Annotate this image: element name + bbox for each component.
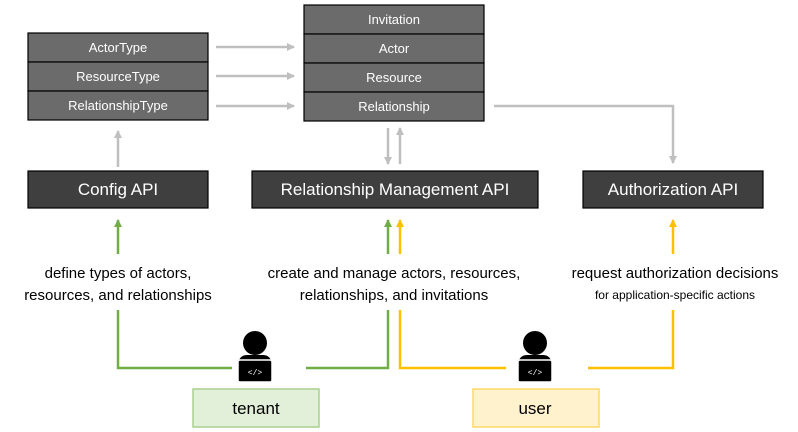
- entities-stack: Invitation Actor Resource Relationship: [303, 4, 485, 122]
- authz-desc-line1: request authorization decisions: [572, 265, 779, 282]
- relationship-desc-line2: relationships, and invitations: [300, 287, 488, 304]
- relationship-api-box: [251, 170, 539, 209]
- tenant-line-left: [116, 310, 232, 370]
- resource-box: [303, 62, 485, 93]
- actortype-label: ActorType: [89, 40, 148, 55]
- user-line-left: [398, 310, 506, 370]
- relationship-api-label: Relationship Management API: [281, 180, 510, 199]
- authz-desc-line2: for application-specific actions: [595, 288, 755, 302]
- resourcetype-box: [27, 61, 209, 92]
- authorization-api-label: Authorization API: [608, 180, 738, 199]
- actortype-box: [27, 32, 209, 63]
- config-desc-line1: define types of actors,: [45, 265, 192, 282]
- arrow-relationship-to-authz: [494, 104, 677, 164]
- relationship-desc-line1: create and manage actors, resources,: [268, 265, 521, 282]
- person-laptop-icon: </>: [517, 331, 553, 383]
- user-box: [472, 388, 600, 428]
- relationship-box: [303, 91, 485, 122]
- relationshiptype-box: [27, 90, 209, 121]
- actor-label: Actor: [379, 41, 410, 56]
- user-label: user: [518, 399, 551, 418]
- person-laptop-icon: </>: [237, 331, 273, 383]
- resourcetype-label: ResourceType: [76, 69, 160, 84]
- config-types-stack: ActorType ResourceType RelationshipType: [27, 32, 209, 121]
- tenant-box: [192, 388, 320, 428]
- authorization-api-box: [582, 170, 764, 209]
- config-api-label: Config API: [78, 180, 158, 199]
- svg-text:</>: </>: [528, 369, 543, 378]
- svg-text:</>: </>: [248, 369, 263, 378]
- tenant-line-right: [306, 310, 390, 370]
- config-api-box: [27, 170, 209, 209]
- user-line-right: [588, 310, 675, 370]
- invitation-box: [303, 4, 485, 35]
- config-desc-line2: resources, and relationships: [24, 287, 212, 304]
- tenant-label: tenant: [232, 399, 280, 418]
- invitation-label: Invitation: [368, 12, 420, 27]
- resource-label: Resource: [366, 70, 422, 85]
- relationshiptype-label: RelationshipType: [68, 98, 168, 113]
- relationship-label: Relationship: [358, 99, 430, 114]
